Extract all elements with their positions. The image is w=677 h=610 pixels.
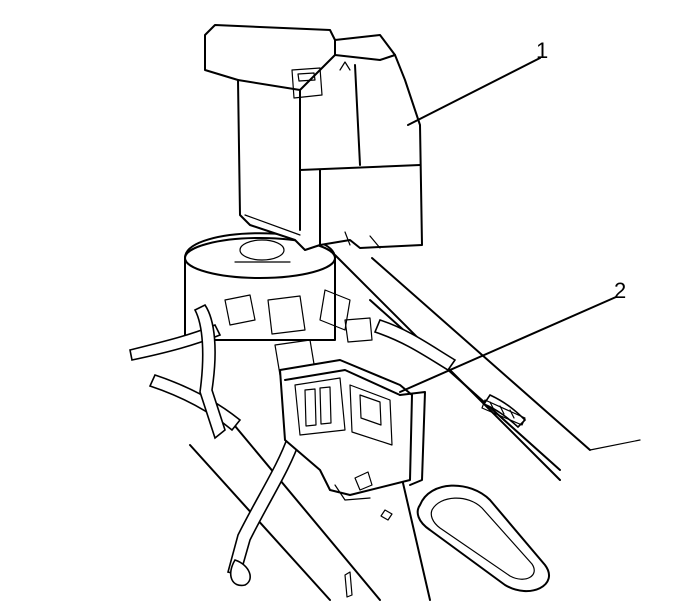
wiring-harness (129, 289, 527, 587)
bottom-bracket (344, 571, 353, 598)
fuse-block (279, 359, 426, 521)
callout-label-2: 2 (614, 278, 627, 303)
cover (204, 24, 423, 251)
access-hole (416, 484, 550, 593)
callout-label-1: 1 (536, 38, 549, 63)
leader-lines (399, 57, 617, 393)
cylinder-base (184, 232, 336, 341)
strap (481, 399, 526, 426)
